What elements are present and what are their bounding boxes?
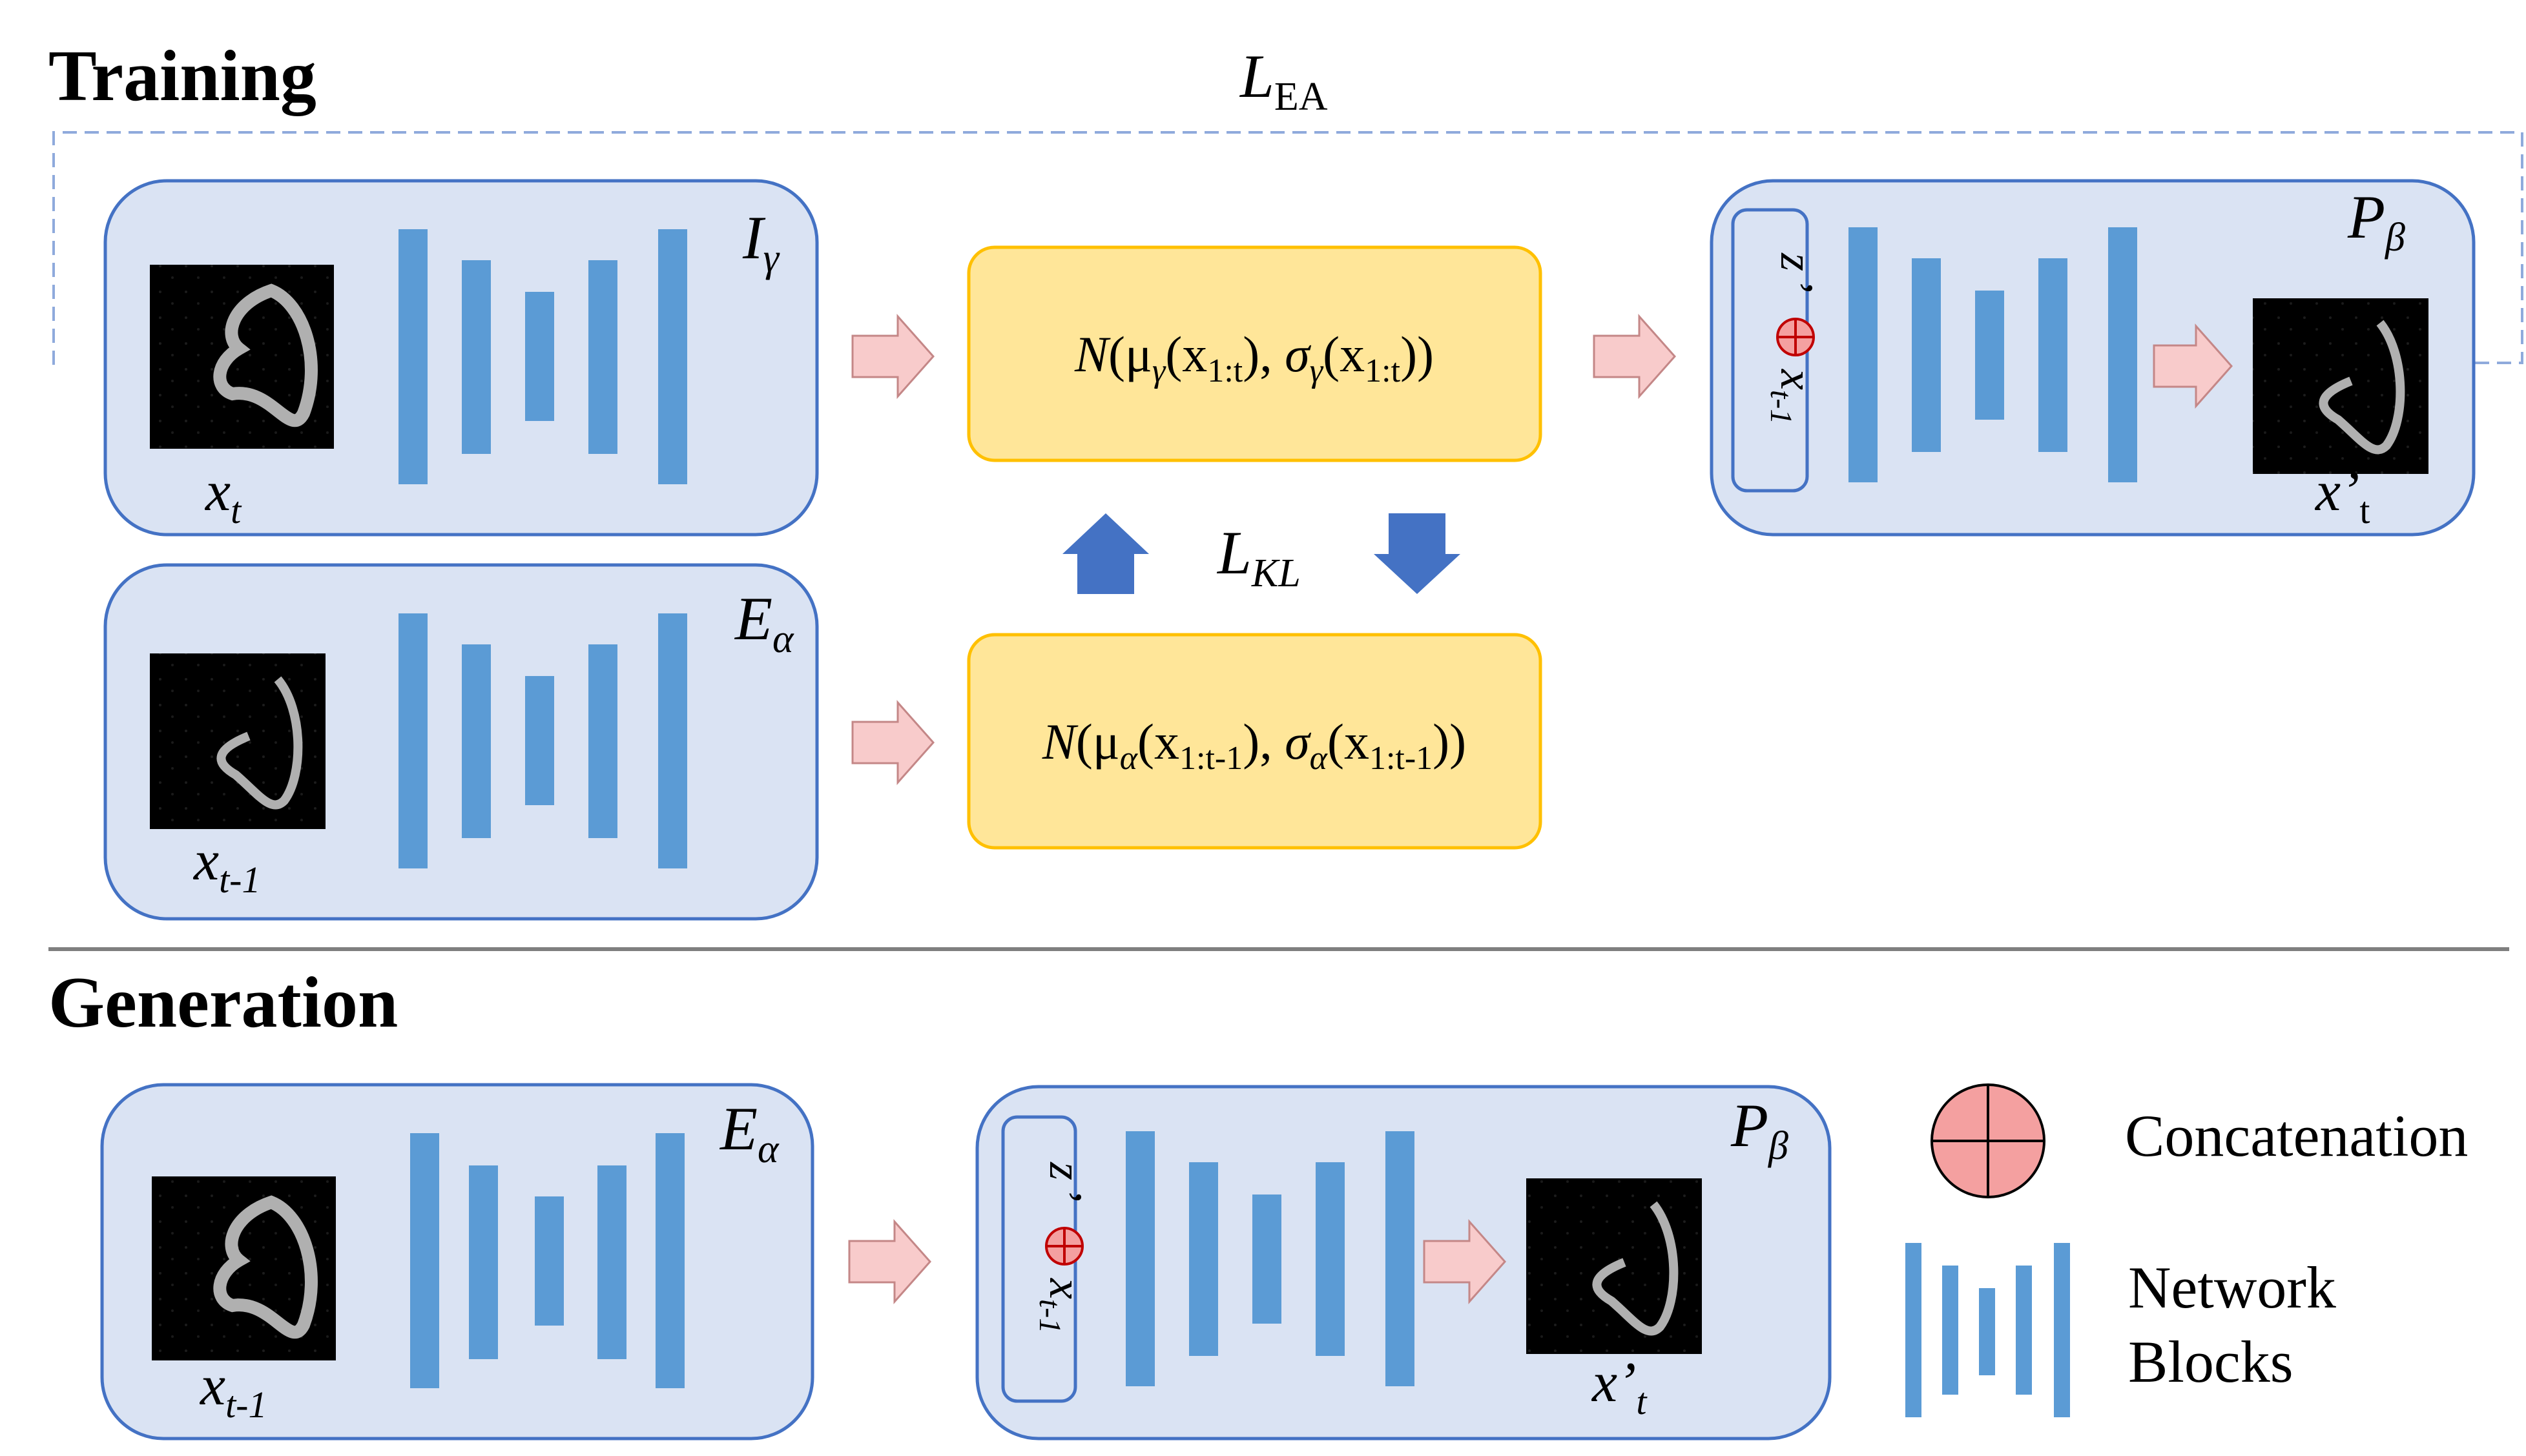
arrow-to-output: [1423, 1219, 1507, 1304]
ea-loss-label: LEA: [1239, 42, 1328, 119]
distribution-box: [967, 245, 1542, 462]
xt1-label-generation: xt-1: [199, 1355, 267, 1426]
ea-loss-loop: [52, 131, 2523, 365]
legend-network-label-line1: Network: [2128, 1255, 2336, 1320]
arrow-encoder-to-predictor: [848, 1219, 932, 1304]
svg-text:z: z: [1040, 1162, 1092, 1180]
network-blocks: [399, 229, 687, 484]
encoder-label: Eα: [734, 584, 794, 661]
arrow-to-output: [2153, 323, 2233, 409]
legend-network-label-line2: Blocks: [2128, 1329, 2293, 1395]
encoder-panel-generation: Eα xt-1: [100, 1083, 814, 1441]
bone-contour: [213, 1195, 318, 1339]
training-heading: Training: [48, 36, 316, 116]
bone-contour: [216, 676, 303, 810]
encoder-label-generation: Eα: [719, 1094, 780, 1171]
arrow-inference-to-posterior: [851, 314, 935, 399]
xt-label: xt: [204, 460, 242, 531]
generation-heading: Generation: [48, 963, 398, 1043]
legend-concatenation-label: Concatenation: [2125, 1103, 2468, 1169]
posterior-formula: N(μγ(x1:t), σγ(x1:t)): [1074, 326, 1434, 389]
distribution-box: [967, 633, 1542, 850]
prior-distribution: N(μα(x1:t-1), σα(x1:t-1)): [967, 633, 1542, 850]
svg-text:’: ’: [1040, 1189, 1092, 1205]
predictor-panel-training: z ’ xt-1 Pβ x’t: [1710, 179, 2476, 537]
svg-text:xt-1: xt-1: [1764, 369, 1823, 424]
svg-text:’: ’: [1771, 280, 1823, 296]
predictor-panel-generation: z ’ xt-1 Pβ x’t: [975, 1085, 1832, 1441]
xt1-label: xt-1: [192, 830, 261, 901]
posterior-distribution: N(μγ(x1:t), σγ(x1:t)): [967, 245, 1542, 462]
predictor-label-generation: Pβ: [1730, 1091, 1788, 1168]
network-blocks: [399, 613, 687, 868]
predictor-label-training: Pβ: [2347, 183, 2405, 260]
kl-down-arrow: [1374, 513, 1460, 594]
network-blocks-icon: [1905, 1243, 2070, 1417]
xpt-label-training: x’t: [2314, 460, 2370, 531]
kl-loss-label: LKL: [1216, 518, 1301, 595]
prior-formula: N(μα(x1:t-1), σα(x1:t-1)): [1042, 713, 1466, 777]
network-blocks: [410, 1133, 685, 1388]
inference-network-label: Iγ: [742, 203, 780, 280]
xpt-label-generation: x’t: [1591, 1351, 1648, 1422]
concat-input-text: z ’ xt-1: [1764, 252, 1823, 424]
arrow-encoder-to-prior: [851, 700, 935, 785]
svg-text:xt-1: xt-1: [1033, 1278, 1092, 1333]
encoder-panel-training: Eα xt-1: [103, 563, 819, 921]
inference-network-panel: Iγ xt: [103, 179, 819, 537]
svg-text:z: z: [1771, 252, 1823, 271]
bone-contour: [1592, 1201, 1679, 1336]
concat-input-text: z ’ xt-1: [1033, 1162, 1092, 1333]
arrow-posterior-to-predictor: [1593, 314, 1677, 399]
network-blocks: [1126, 1131, 1414, 1386]
legend: Concatenation Network Blocks: [1905, 1083, 2468, 1417]
network-blocks: [1848, 227, 2137, 482]
kl-up-arrow: [1062, 513, 1149, 594]
bone-contour: [213, 283, 318, 427]
concatenation-icon: [1931, 1083, 2045, 1198]
bone-contour: [2319, 320, 2405, 455]
